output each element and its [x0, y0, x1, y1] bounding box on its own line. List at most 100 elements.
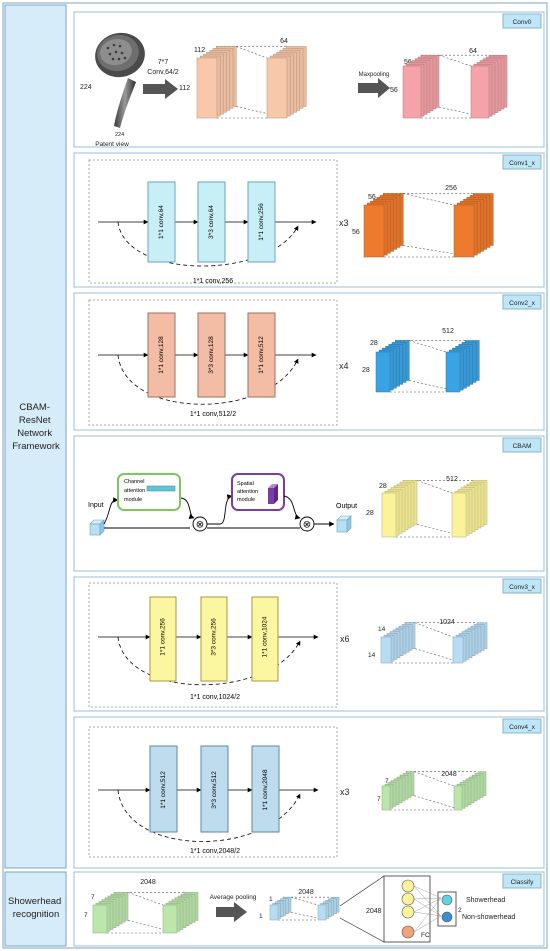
fc-neuron-2 [401, 892, 415, 906]
conv1-repeat: x3 [339, 218, 349, 228]
framework-label: CBAM- ResNet Network Framework [12, 402, 60, 452]
fc-neuron-1 [401, 879, 415, 893]
svg-text:1*1 conv,128: 1*1 conv,128 [158, 336, 165, 374]
tag-conv0: Conv0 [513, 19, 532, 26]
fc-layer: 2048 FC 2 Showerhead Non-showerhead [339, 875, 515, 943]
conv0-input-dim-bottom: 224 [115, 132, 124, 138]
conv2-shortcut: 1*1 conv,512/2 [190, 411, 236, 418]
svg-text:Spatial: Spatial [237, 481, 254, 487]
conv4-residual: 1*1 conv,512 3*3 conv,512 1*1 conv,2048 … [88, 726, 338, 858]
conv0-pool-arrow [358, 78, 390, 98]
output-neuron-1 [441, 894, 453, 906]
fc-neuron-4 [401, 925, 415, 939]
conv1-h: 56 [368, 194, 376, 201]
panel-tags: Conv0 Conv1_x Conv2_x CBAM Conv3_x Conv4… [502, 13, 542, 889]
conv0-stack1-w: 112 [179, 85, 190, 92]
channel-attention-module [117, 473, 181, 511]
conv4-block-1 [149, 745, 178, 833]
conv3-w: 14 [368, 652, 376, 659]
conv0-stack2-w: 56 [390, 87, 398, 94]
conv4-shortcut: 1*1 conv,2048/2 [190, 848, 240, 855]
conv2-stack [375, 340, 480, 393]
panels [73, 11, 545, 947]
svg-text:module: module [124, 497, 142, 503]
svg-text:3*3 conv,256: 3*3 conv,256 [211, 618, 218, 656]
conv2-block-1 [147, 312, 176, 398]
conv2-depth: 512 [442, 328, 454, 335]
cbam-input-cube [89, 519, 105, 536]
conv0-conv-arrow [143, 79, 178, 99]
cbam-module: Input Channel attention module ⊗ Spatial… [88, 473, 357, 536]
svg-text:1*1 conv,64: 1*1 conv,64 [158, 205, 165, 239]
svg-text:1*1 conv,512: 1*1 conv,512 [160, 771, 167, 809]
fc-dim: 2048 [366, 908, 382, 915]
conv1-depth: 256 [445, 185, 457, 192]
classify-pooled-stack [269, 896, 340, 921]
conv4-repeat: x3 [340, 787, 350, 797]
classify-pool-label: Average pooling [210, 894, 257, 901]
conv1-w: 56 [352, 229, 360, 236]
fc-neuron-3 [401, 905, 415, 919]
conv1-block-1 [147, 181, 176, 263]
classify-pooled-w: 1 [259, 913, 263, 920]
conv3-block-2 [200, 596, 228, 682]
tag-conv4: Conv4_x [509, 724, 535, 731]
conv1-block-3 [247, 181, 276, 263]
conv2-block-3 [247, 312, 276, 398]
recognition-label: Showerhead recognition [8, 896, 64, 920]
cbam-depth: 512 [446, 476, 458, 483]
svg-text:module: module [237, 497, 255, 503]
recognition-sidebar [4, 871, 67, 947]
conv2-h: 28 [370, 340, 378, 347]
conv3-repeat: x6 [340, 634, 350, 644]
tag-cbam: CBAM [513, 443, 532, 450]
conv3-shortcut: 1*1 conv,1024/2 [190, 694, 240, 701]
conv0-op-line2: Conv,64/2 [147, 69, 178, 76]
classify-in-w: 7 [84, 912, 88, 919]
tag-conv2: Conv2_x [509, 300, 535, 307]
conv3-stack [380, 622, 488, 664]
svg-text:1*1 conv,2048: 1*1 conv,2048 [262, 769, 269, 810]
classify-pooled-depth: 2048 [298, 889, 314, 896]
cbam-output-cube [336, 515, 352, 533]
conv2-w: 28 [362, 367, 370, 374]
fc-label: FC [421, 932, 430, 939]
conv0-pool-label: Maxpooling [359, 72, 390, 78]
tag-classify: Classify [511, 879, 535, 886]
conv0-stack2-depth: 64 [469, 48, 477, 55]
output-neuron-2 [441, 911, 453, 923]
cbam-w: 28 [366, 510, 374, 517]
conv3-h: 14 [378, 626, 386, 633]
conv0-input-dim-side: 224 [80, 84, 92, 91]
conv1-block-2 [197, 181, 226, 263]
conv4-block-3 [251, 745, 280, 833]
svg-text:attention: attention [237, 489, 258, 495]
svg-text:1*1 conv,512: 1*1 conv,512 [258, 336, 265, 374]
class-showerhead: Showerhead [466, 897, 505, 904]
class-non-showerhead: Non-showerhead [462, 914, 515, 921]
svg-text:1*1 conv,256: 1*1 conv,256 [160, 618, 167, 656]
showerhead-image [95, 32, 145, 128]
conv0-stack2-h: 56 [404, 59, 412, 66]
conv4-h: 7 [385, 778, 389, 785]
conv3-residual: 1*1 conv,256 3*3 conv,256 1*1 conv,1024 … [88, 582, 338, 708]
framework-sidebar [4, 4, 67, 869]
conv0-op-line1: 7*7 [158, 59, 169, 66]
tag-conv1: Conv1_x [509, 160, 535, 167]
classify-in-depth: 2048 [140, 879, 156, 886]
svg-text:3*3 conv,128: 3*3 conv,128 [208, 336, 215, 374]
classify-pooled-h: 1 [269, 896, 273, 903]
classify-in-h: 7 [91, 894, 95, 901]
cbam-input-label: Input [88, 502, 104, 509]
conv0-stack1-h: 112 [194, 47, 205, 54]
conv0-caption: Patent view [95, 141, 129, 148]
svg-text:3*3 conv,64: 3*3 conv,64 [208, 205, 215, 239]
conv4-block-2 [200, 745, 229, 833]
conv4-w: 7 [377, 796, 381, 803]
classify-pool-arrow [216, 902, 247, 922]
conv0-stack1-depth: 64 [280, 38, 288, 45]
conv1-shortcut: 1*1 conv,256 [193, 278, 233, 285]
conv0-stack-1 [196, 46, 307, 119]
svg-text:Channel: Channel [124, 479, 145, 485]
